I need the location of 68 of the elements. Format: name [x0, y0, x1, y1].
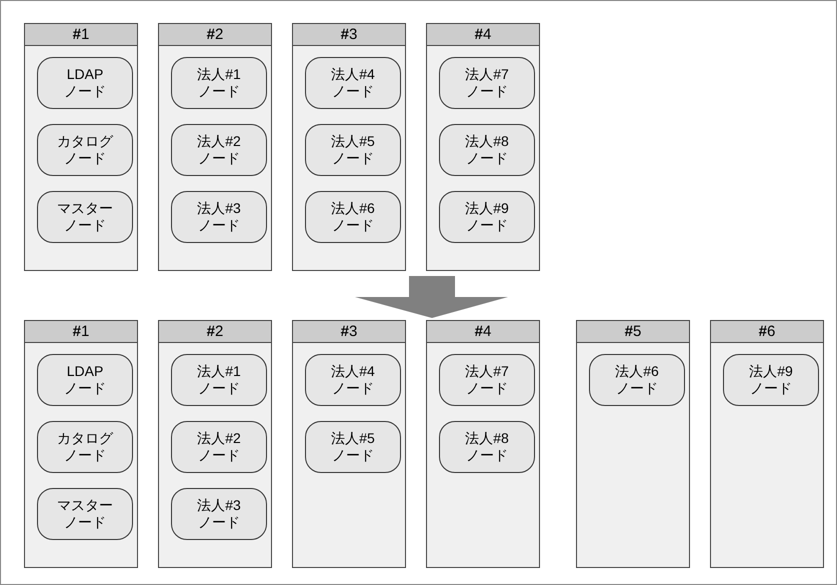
node-label: LDAPノード [64, 363, 106, 397]
node-label: 法人#3ノード [197, 497, 241, 531]
column-header: #6 [711, 321, 823, 343]
node-label: 法人#1ノード [197, 363, 241, 397]
node-box [305, 57, 401, 109]
node-box [723, 354, 819, 406]
node-label: 法人#7ノード [465, 66, 509, 100]
node-box [305, 191, 401, 243]
node-label: マスターノード [57, 497, 113, 531]
column-header: #1 [25, 24, 137, 46]
column-header: #1 [25, 321, 137, 343]
server-column [158, 320, 272, 568]
server-column [24, 23, 138, 271]
node-label: カタログノード [57, 133, 113, 167]
column-header: #2 [159, 321, 271, 343]
node-box [171, 421, 267, 473]
node-box [439, 191, 535, 243]
node-box [439, 57, 535, 109]
node-label: マスターノード [57, 200, 113, 234]
node-label: 法人#4ノード [331, 66, 375, 100]
node-box [171, 354, 267, 406]
node-box [171, 191, 267, 243]
column-header: #2 [159, 24, 271, 46]
column-header: #3 [293, 24, 405, 46]
node-label: 法人#3ノード [197, 200, 241, 234]
node-label: カタログノード [57, 430, 113, 464]
node-box [439, 421, 535, 473]
node-label: 法人#4ノード [331, 363, 375, 397]
node-box [171, 124, 267, 176]
node-box [37, 191, 133, 243]
server-column [292, 320, 406, 568]
node-box [305, 354, 401, 406]
column-header: #4 [427, 24, 539, 46]
server-column [292, 23, 406, 271]
server-column [426, 23, 540, 271]
node-box [589, 354, 685, 406]
node-box [37, 124, 133, 176]
node-box [37, 57, 133, 109]
node-box [305, 421, 401, 473]
node-label: 法人#9ノード [749, 363, 793, 397]
node-label: 法人#6ノード [615, 363, 659, 397]
node-label: 法人#2ノード [197, 133, 241, 167]
node-box [171, 488, 267, 540]
node-label: 法人#5ノード [331, 133, 375, 167]
node-label: 法人#2ノード [197, 430, 241, 464]
node-box [305, 124, 401, 176]
node-box [439, 354, 535, 406]
node-box [37, 421, 133, 473]
node-label: 法人#8ノード [465, 133, 509, 167]
node-box [439, 124, 535, 176]
server-column [24, 320, 138, 568]
column-header: #3 [293, 321, 405, 343]
node-label: 法人#7ノード [465, 363, 509, 397]
server-column [576, 320, 690, 568]
node-box [37, 488, 133, 540]
node-label: 法人#1ノード [197, 66, 241, 100]
server-column [426, 320, 540, 568]
node-label: 法人#5ノード [331, 430, 375, 464]
server-column [158, 23, 272, 271]
node-box [37, 354, 133, 406]
node-label: 法人#6ノード [331, 200, 375, 234]
server-column [710, 320, 824, 568]
node-label: 法人#9ノード [465, 200, 509, 234]
column-header: #4 [427, 321, 539, 343]
node-box [171, 57, 267, 109]
column-header: #5 [577, 321, 689, 343]
node-label: 法人#8ノード [465, 430, 509, 464]
node-label: LDAPノード [64, 66, 106, 100]
